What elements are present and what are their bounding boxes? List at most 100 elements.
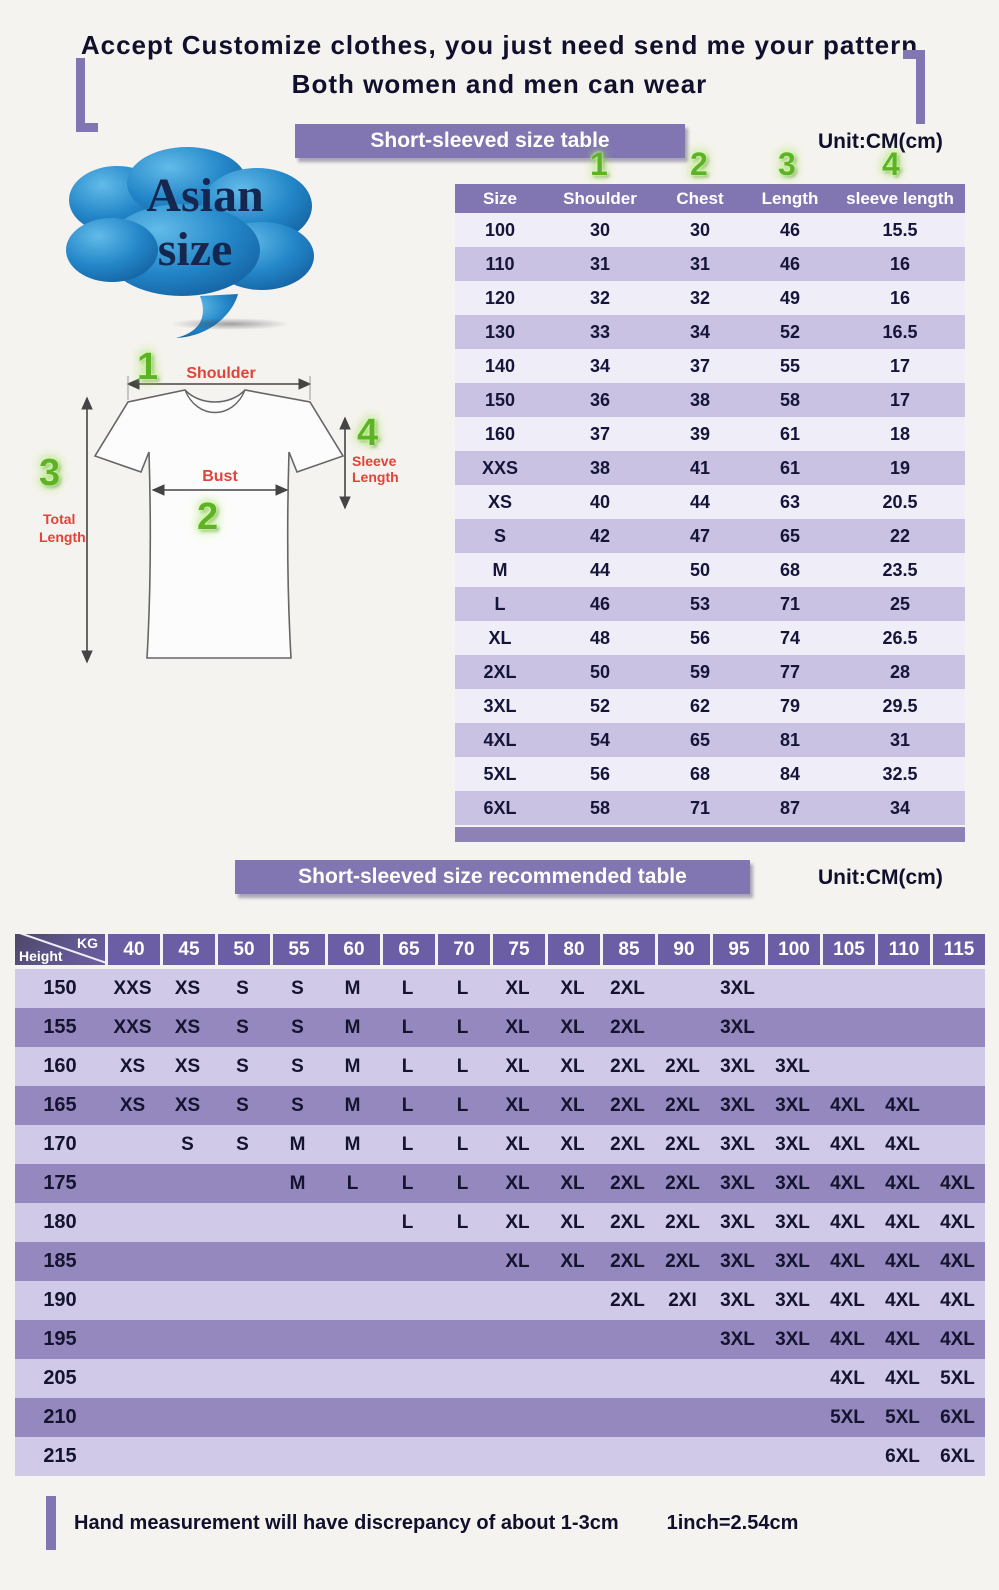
size-cell: XL (560, 1055, 585, 1077)
total-length-label-1: Total (43, 511, 75, 527)
cell: 4XL (483, 729, 517, 750)
diagram-number-bust: 2 (197, 496, 219, 538)
size-cell: XS (119, 1094, 146, 1116)
bracket-right (903, 50, 925, 124)
cell: 130 (484, 321, 516, 342)
collar-line (184, 389, 246, 414)
size-cell: 4XL (885, 1094, 920, 1116)
size-cell: XS (119, 1055, 146, 1077)
kg-column-header: 110 (878, 934, 930, 965)
size-cell: 6XL (940, 1406, 975, 1428)
size-cell: L (456, 1133, 469, 1155)
size-cell: L (456, 1094, 469, 1116)
cell: 30 (589, 219, 611, 240)
size-cell: XL (560, 1016, 585, 1038)
cell: 17 (889, 355, 911, 376)
size-cell: XL (505, 1055, 530, 1077)
cell: XS (487, 491, 512, 512)
diagram-number-sleeve-length: 4 (357, 412, 379, 454)
kg-column-header: 85 (603, 934, 655, 965)
height-cell: 180 (43, 1211, 77, 1233)
cell: 65 (779, 525, 801, 546)
size-cell: 3XL (720, 1094, 755, 1116)
size-table-banner: Short-sleeved size table (295, 124, 685, 158)
cell: 33 (589, 321, 611, 342)
cell: 23.5 (882, 559, 918, 580)
size-cell: L (401, 1016, 414, 1038)
size-cell: 3XL (775, 1328, 810, 1350)
cell: L (494, 593, 506, 614)
cell: 32 (589, 287, 611, 308)
cell: 77 (779, 661, 801, 682)
size-cell: 2XL (665, 1172, 700, 1194)
height-cell: 170 (43, 1133, 77, 1155)
size-cell: XXS (113, 1016, 152, 1038)
cell: 71 (689, 797, 711, 818)
cell: 140 (484, 355, 516, 376)
cell: 39 (689, 423, 711, 444)
cell: 31 (889, 729, 911, 750)
cell: 47 (689, 525, 711, 546)
cell: 34 (589, 355, 611, 376)
cell: 2XL (483, 661, 517, 682)
size-cell: 3XL (720, 1016, 755, 1038)
kg-column-header: 40 (108, 934, 160, 965)
cell: 49 (779, 287, 801, 308)
size-cell: XL (505, 1016, 530, 1038)
cell: 5XL (483, 763, 517, 784)
size-cell: M (344, 1055, 361, 1077)
cell: 42 (589, 525, 611, 546)
cell: XXS (481, 457, 519, 478)
size-cell: S (291, 977, 304, 999)
size-cell: XL (560, 1094, 585, 1116)
cell: 52 (779, 321, 801, 342)
size-cell: 4XL (830, 1328, 865, 1350)
size-table-banner-label: Short-sleeved size table (370, 129, 610, 152)
bracket-left (76, 58, 98, 132)
cell: 52 (589, 695, 611, 716)
cell: 50 (589, 661, 611, 682)
kg-column-header: 55 (273, 934, 325, 965)
recommend-table-banner: Short-sleeved size recommended table (235, 860, 750, 894)
cell: 53 (689, 593, 711, 614)
size-cell: 4XL (885, 1328, 920, 1350)
cell: 100 (484, 219, 516, 240)
size-cell: L (456, 977, 469, 999)
cell: 37 (589, 423, 611, 444)
size-cell: S (236, 1094, 249, 1116)
kg-column-header: 90 (658, 934, 710, 965)
size-cell: L (456, 1016, 469, 1038)
recommend-table-banner-label: Short-sleeved size recommended table (298, 865, 687, 888)
size-cell: 4XL (940, 1289, 975, 1311)
cell: 15.5 (882, 219, 918, 240)
cell: 16 (889, 287, 911, 308)
column-header: Size (482, 188, 518, 208)
cell: 17 (889, 389, 911, 410)
cell: 59 (689, 661, 711, 682)
size-cell: 4XL (830, 1133, 865, 1155)
size-cell: XL (505, 1094, 530, 1116)
size-cell: 2XL (610, 977, 645, 999)
size-cell: 4XL (830, 1367, 865, 1389)
size-cell: 3XL (775, 1211, 810, 1233)
cell: 31 (689, 253, 711, 274)
header-line1: Accept Customize clothes, you just need … (80, 30, 919, 60)
cell: 56 (689, 627, 711, 648)
size-cell: M (344, 1133, 361, 1155)
asian-size-cloud: Asian size (52, 138, 322, 348)
size-cell: 5XL (885, 1406, 920, 1428)
cell: 34 (889, 797, 911, 818)
cell: 110 (485, 253, 515, 274)
height-cell: 190 (43, 1289, 77, 1311)
